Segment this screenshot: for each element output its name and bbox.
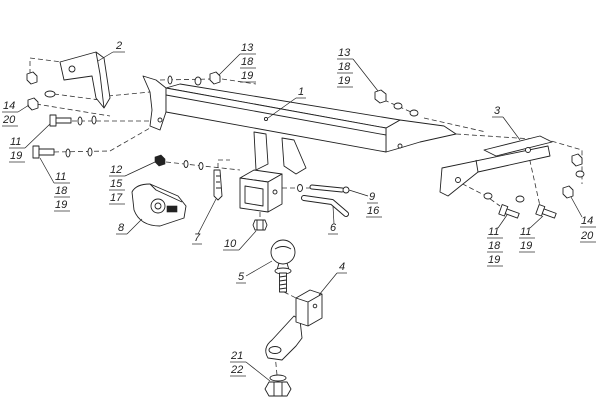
callout-label-17: 17 (110, 192, 123, 204)
socket-fasteners (154, 154, 204, 170)
callout-label-18: 18 (338, 61, 351, 73)
callout-label-10: 10 (224, 238, 237, 250)
callout-label-18: 18 (55, 185, 68, 197)
callout-label-19: 19 (241, 70, 253, 82)
callout-label-13: 13 (338, 47, 351, 59)
receiver-bolt (252, 219, 268, 231)
leader-lines (2, 51, 596, 382)
callout-label-2: 2 (115, 40, 122, 52)
right-fasteners (483, 153, 585, 219)
callout-label-19: 19 (55, 199, 67, 211)
callout-label-1: 1 (298, 86, 304, 98)
right-bracket (439, 135, 553, 197)
callout-label-12: 12 (110, 164, 122, 176)
callout-label-11: 11 (520, 226, 531, 238)
callout-label-6: 6 (330, 222, 337, 234)
callout-label-18: 18 (241, 56, 254, 68)
bent-pin (301, 195, 349, 217)
callout-label-11: 11 (55, 171, 66, 183)
callout-label-4: 4 (339, 261, 345, 273)
top-left-fasteners (167, 71, 221, 86)
electrical-socket (131, 183, 187, 227)
callout-label-13: 13 (241, 42, 254, 54)
cable-tie (213, 169, 223, 201)
callout-label-9: 9 (369, 191, 375, 203)
callout-label-14: 14 (581, 215, 593, 227)
top-right-fasteners (374, 89, 419, 117)
callout-label-18: 18 (488, 240, 501, 252)
callout-label-20: 20 (580, 230, 594, 242)
hitch-receiver (239, 131, 307, 213)
ball-mount (265, 289, 323, 361)
callout-label-19: 19 (10, 150, 22, 162)
callout-label-16: 16 (367, 205, 380, 217)
callout-label-21: 21 (230, 350, 243, 362)
hitch-pin (297, 184, 350, 194)
callout-label-20: 20 (2, 114, 16, 126)
left-fasteners (26, 71, 97, 159)
callout-label-3: 3 (494, 105, 501, 117)
nut-icon (26, 71, 38, 85)
left-bracket (59, 51, 111, 109)
callout-label-22: 22 (230, 364, 243, 376)
callout-label-19: 19 (338, 75, 350, 87)
tow-ball (270, 239, 296, 293)
callout-label-19: 19 (488, 254, 500, 266)
callout-label-11: 11 (10, 136, 21, 148)
callout-label-11: 11 (488, 226, 499, 238)
mount-nut-and-washer (264, 374, 292, 397)
callout-label-8: 8 (118, 222, 125, 234)
callout-label-7: 7 (194, 232, 201, 244)
callout-label-19: 19 (520, 240, 532, 252)
main-beam (142, 75, 457, 153)
callout-label-14: 14 (3, 100, 15, 112)
callout-labels: 2 13 18 19 1 13 18 19 3 14 20 11 19 11 1… (2, 40, 594, 376)
callout-label-15: 15 (110, 178, 123, 190)
callout-label-5: 5 (238, 271, 245, 283)
